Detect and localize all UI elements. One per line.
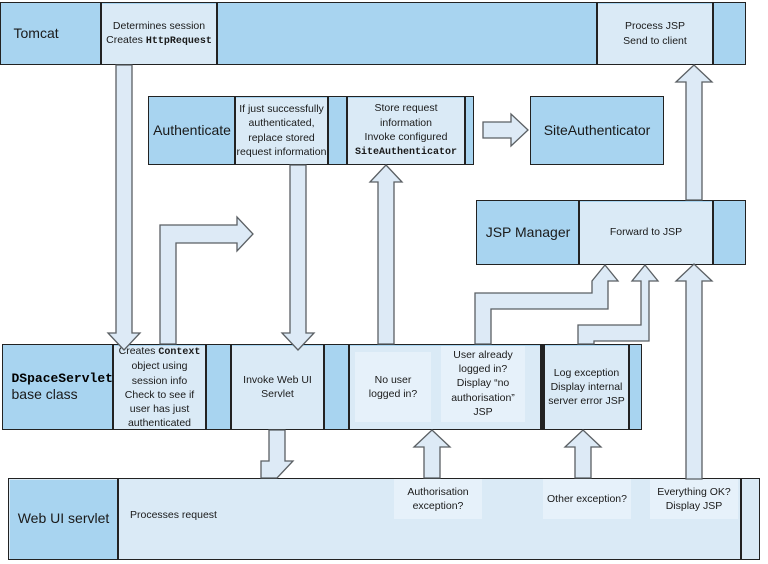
processes-request-text: Processes request xyxy=(130,508,217,521)
lane-web-ui-servlet xyxy=(8,478,760,560)
context-mono: Context xyxy=(158,346,201,358)
cell-tomcat-determines-session: Determines session Creates HttpRequest xyxy=(101,3,217,64)
cell-everything-ok: Everything OK? Display JSP xyxy=(650,479,738,519)
lane-authenticate-label-text: Authenticate xyxy=(153,121,231,138)
arrow-tomcat-to-dspaceservlet xyxy=(106,64,142,351)
auth-store-line1: Store request information xyxy=(374,102,438,129)
authorisation-exception-line1: Authorisation xyxy=(407,485,469,498)
arrow-authorisation-exception-up xyxy=(412,429,452,479)
arrow-dspaceservlet-to-store-request xyxy=(368,164,404,345)
tomcat-determines-line1: Determines session xyxy=(112,19,206,32)
log-exception-line3: server error JSP xyxy=(548,395,625,408)
cell-jsp-forward: Forward to JSP xyxy=(579,201,713,264)
dss-sep-2 xyxy=(205,344,207,430)
box-siteauthenticator: SiteAuthenticator xyxy=(530,96,664,165)
creates-context-line5: user has just xyxy=(129,402,190,415)
cell-creates-context: Creates Context object using session inf… xyxy=(113,344,206,430)
auth-sep-1 xyxy=(234,96,236,165)
already-line4: authorisation” xyxy=(451,391,515,404)
cell-tomcat-process-jsp: Process JSP Send to client xyxy=(597,3,713,64)
process-jsp-line1: Process JSP xyxy=(624,20,686,33)
everything-ok-line2: Display JSP xyxy=(665,500,723,512)
already-line5: JSP xyxy=(473,405,493,418)
siteauthenticator-mono: SiteAuthenticator xyxy=(354,147,458,158)
lane-tomcat-label-text: Tomcat xyxy=(13,24,59,41)
auth-replace-line3: replace stored xyxy=(248,131,315,144)
authorisation-exception-line2: exception? xyxy=(412,500,464,512)
creates-context-line2: object using xyxy=(131,360,188,373)
arrow-jsp-manager-to-process-jsp xyxy=(674,64,714,201)
other-exception-line1: Other exception? xyxy=(547,492,627,505)
tomcat-sep-4 xyxy=(712,2,714,65)
dspaceservlet-label-line2: base class xyxy=(11,385,78,402)
lane-jsp-manager-label: JSP Manager xyxy=(477,201,579,264)
already-line1: User already xyxy=(453,349,513,362)
jsp-forward-text: Forward to JSP xyxy=(609,226,683,239)
webui-sep-1 xyxy=(117,478,119,560)
arrow-everything-ok-to-jsp-manager xyxy=(674,263,714,480)
arrow-context-to-authenticate xyxy=(159,215,254,345)
tomcat-sep-3 xyxy=(596,2,598,65)
arrow-other-exception-up xyxy=(563,429,603,479)
cell-auth-replace-stored: If just successfully authenticated, repl… xyxy=(235,97,328,164)
dss-sep-7 xyxy=(541,344,543,430)
log-exception-line1: Log exception xyxy=(553,366,620,379)
invoke-webui-line2: Servlet xyxy=(261,388,294,400)
no-user-line1: No user xyxy=(374,373,412,386)
cell-log-exception: Log exception Display internal server er… xyxy=(544,345,629,429)
cell-processes-request: Processes request xyxy=(130,505,270,525)
http-request-mono: HttpRequest xyxy=(145,35,212,47)
dss-sep-6 xyxy=(540,344,542,430)
tomcat-sep-2 xyxy=(216,2,218,65)
cell-no-user-logged-in: No user logged in? xyxy=(355,352,431,422)
jsp-sep-2 xyxy=(712,200,714,265)
arrow-store-request-to-siteauthenticator xyxy=(482,112,529,148)
auth-store-line2: Invoke configured xyxy=(364,130,448,143)
lane-web-ui-servlet-label: Web UI servlet xyxy=(9,479,118,559)
dss-sep-9 xyxy=(628,344,630,430)
lane-tomcat-label: Tomcat xyxy=(1,3,101,64)
creates-context-line3: session info xyxy=(131,374,188,387)
creates-context-line4: Check to see if xyxy=(124,388,195,401)
arrow-log-exception-to-jsp xyxy=(577,263,660,345)
auth-replace-line4: request information xyxy=(236,145,327,158)
dspaceservlet-label-line1: DSpaceServlet xyxy=(11,370,113,386)
creates-context-line1a: Creates xyxy=(118,344,159,357)
auth-replace-line2: authenticated, xyxy=(248,117,315,130)
dss-sep-3 xyxy=(230,344,232,430)
dss-sep-4 xyxy=(323,344,325,430)
cell-authorisation-exception: Authorisation exception? xyxy=(394,479,482,519)
box-siteauthenticator-label: SiteAuthenticator xyxy=(543,121,651,138)
lane-jsp-manager-label-text: JSP Manager xyxy=(485,223,571,240)
auth-sep-3 xyxy=(346,96,348,165)
dss-sep-8 xyxy=(543,344,545,430)
invoke-webui-line1: Invoke Web UI xyxy=(243,373,312,386)
dss-sep-1 xyxy=(112,344,114,430)
cell-other-exception: Other exception? xyxy=(543,479,631,519)
process-jsp-line2: Send to client xyxy=(623,34,687,47)
dss-sep-5 xyxy=(348,344,350,430)
tomcat-sep-1 xyxy=(100,2,102,65)
creates-context-line6: authenticated xyxy=(127,417,192,430)
everything-ok-line1: Everything OK? xyxy=(657,485,731,498)
cell-auth-store-request: Store request information Invoke configu… xyxy=(347,97,465,164)
arrow-already-logged-in-to-jsp xyxy=(474,263,620,345)
lane-dspaceservlet-label: DSpaceServlet base class xyxy=(3,345,113,429)
already-line2: logged in? xyxy=(458,363,508,376)
tomcat-determines-line2: Creates xyxy=(106,33,146,46)
lane-web-ui-servlet-label-text: Web UI servlet xyxy=(17,510,110,527)
lane-authenticate-label: Authenticate xyxy=(149,97,235,164)
arrow-invoke-webui-to-servlet xyxy=(260,429,295,479)
jsp-sep-1 xyxy=(578,200,580,265)
auth-replace-line1: If just successfully xyxy=(239,103,324,116)
no-user-line2: logged in? xyxy=(368,388,418,400)
cell-invoke-webui: Invoke Web UI Servlet xyxy=(231,345,324,429)
webui-sep-2 xyxy=(740,478,742,560)
already-line3: Display “no xyxy=(456,377,510,390)
auth-sep-2 xyxy=(327,96,329,165)
cell-user-already-logged-in: User already logged in? Display “no auth… xyxy=(441,345,525,422)
arrow-authenticate-to-context xyxy=(280,164,316,351)
log-exception-line2: Display internal xyxy=(550,380,623,393)
auth-sep-4 xyxy=(464,96,466,165)
